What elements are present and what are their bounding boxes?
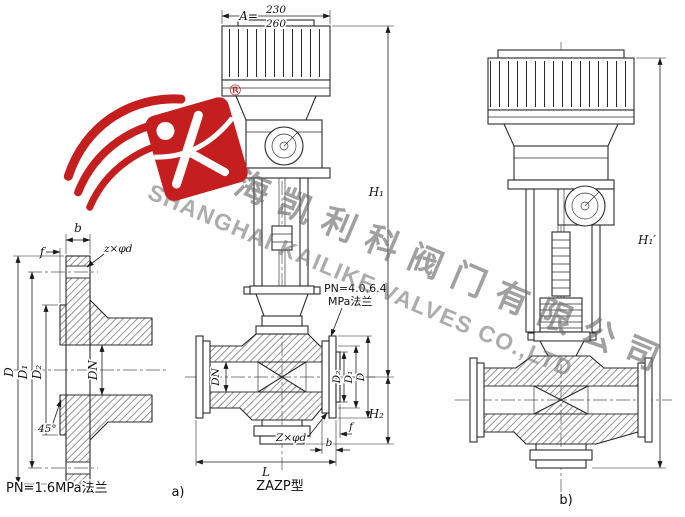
valve-a-caption: ZAZP型 — [256, 479, 304, 494]
valve-a-view: A= 230 260 H₁ H₂ D₂ D₁ — [170, 3, 394, 502]
valve-a-dim-H2: H₂ — [368, 407, 384, 421]
flange-dim-angle: 45° — [37, 423, 57, 435]
flange-dim-D2: D₂ — [30, 365, 44, 381]
flange-detail-view: b f z×φd D D₁ D₂ — [1, 220, 168, 498]
valve-a-dim-DN: DN — [210, 367, 222, 386]
valve-a-dim-D2: D₂ — [331, 371, 343, 385]
valve-b-view: H₁′ b) — [455, 42, 672, 510]
valve-a-dim-D: D — [355, 372, 367, 382]
valve-a-dim-D1: D₁ — [343, 371, 355, 385]
valve-a-dim-H1: H₁ — [368, 185, 384, 199]
valve-a-dim-b: b — [326, 437, 333, 449]
valve-a-sublabel: a) — [171, 485, 184, 500]
valve-a-flange-note-line1: PN=4.0,6.4 — [324, 282, 387, 295]
valve-a-dim-f: f — [348, 421, 355, 433]
flange-caption: PN=1.6MPa法兰 — [6, 481, 108, 496]
actuator-fins-b — [490, 61, 632, 107]
actuator-fins-a — [224, 29, 328, 77]
flange-dim-b: b — [74, 221, 82, 235]
valve-a-dim-bolt-holes: Z×φd — [275, 432, 306, 444]
valve-b-sublabel: b) — [559, 493, 572, 508]
valve-a-dim-A: A= — [238, 9, 258, 23]
flange-dim-bolt-holes: z×φd — [103, 243, 133, 255]
valve-a-dim-A-numerator: 230 — [265, 4, 286, 16]
flange-dim-D: D — [2, 367, 16, 378]
flange-dim-DN: DN — [86, 359, 100, 381]
flange-dim-f: f — [39, 245, 47, 259]
valve-b-dim-H1-prime: H₁′ — [637, 233, 656, 247]
valve-a-dim-A-denominator: 260 — [265, 18, 286, 30]
flange-dim-D1: D₁ — [16, 365, 30, 380]
valve-a-dim-L: L — [261, 465, 270, 479]
valve-a-flange-note-line2: MPa法兰 — [328, 294, 372, 308]
